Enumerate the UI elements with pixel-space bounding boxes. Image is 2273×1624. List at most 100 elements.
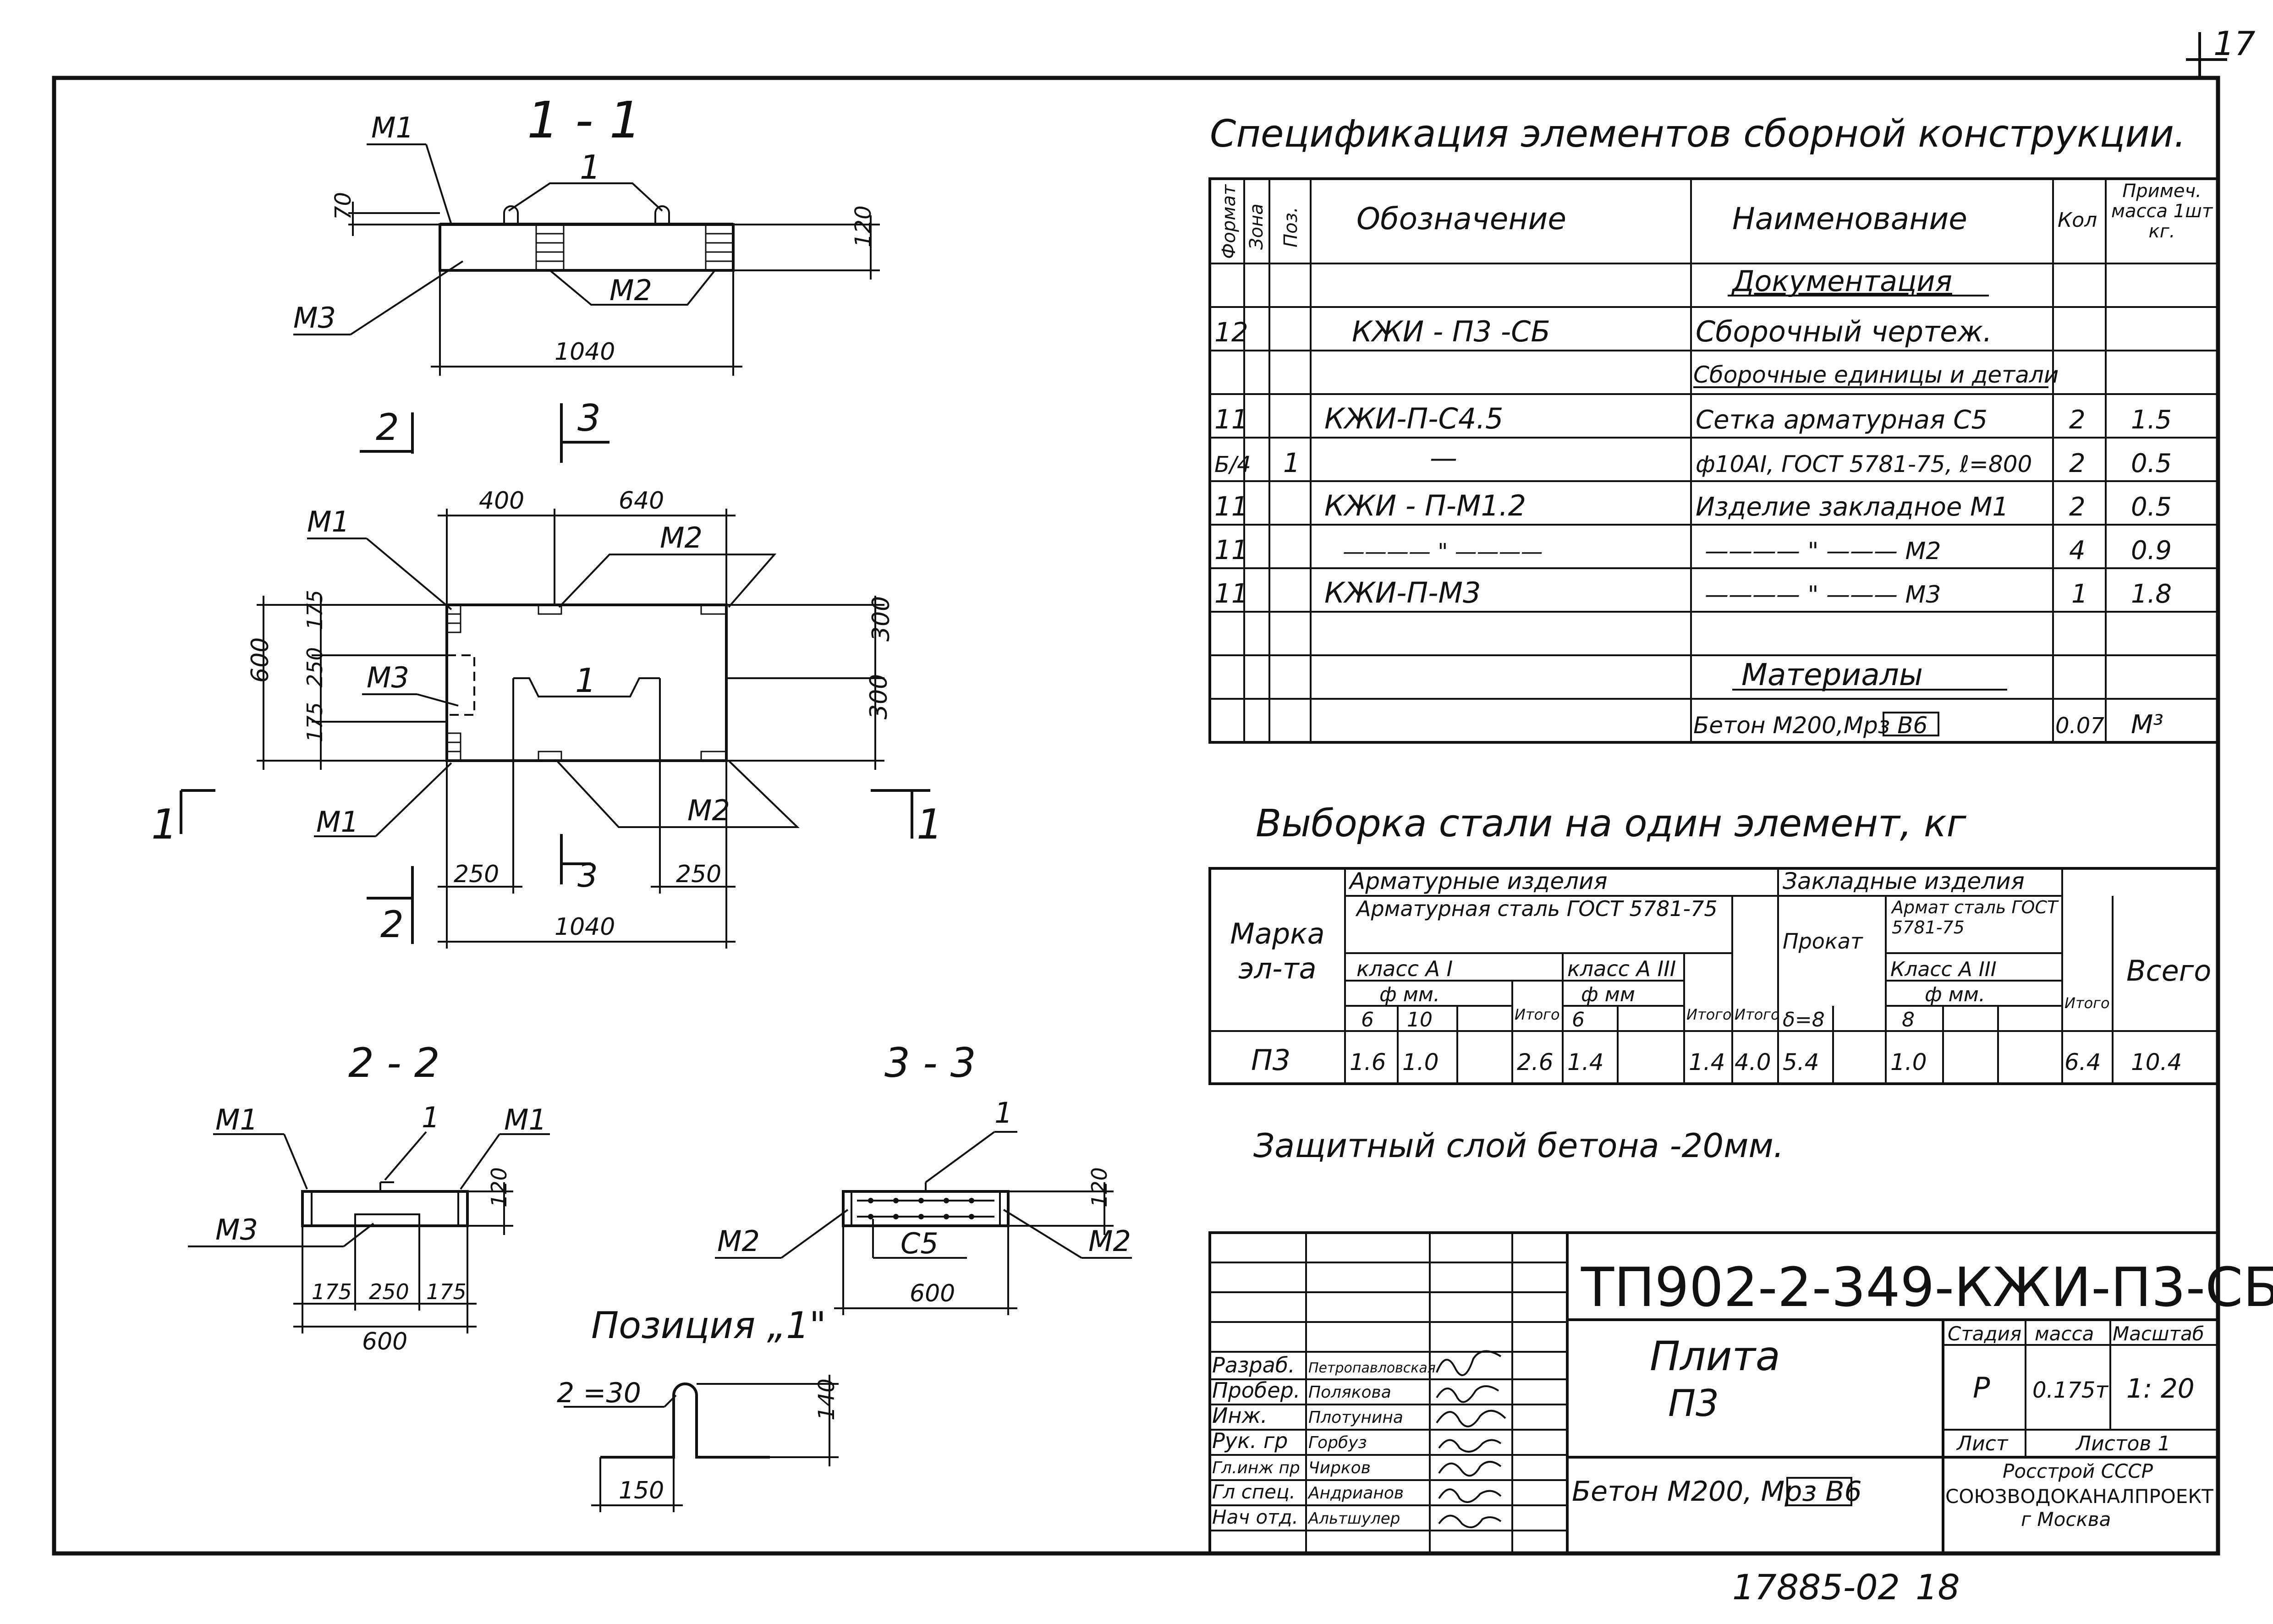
steel-h-total1: Итого <box>1515 1006 1560 1023</box>
s2-label-m1-left: М1 <box>215 1103 258 1136</box>
spec-r1-designation: КЖИ - П3 -СБ <box>1352 315 1550 348</box>
plan-dim-640: 640 <box>619 487 664 515</box>
tb-org1: Росстрой СССР <box>2003 1460 2153 1482</box>
steel-h-fmm1: ф мм. <box>1379 983 1440 1006</box>
tb-sheet-h: Лист <box>1956 1432 2009 1455</box>
plan-dim-250: 250 <box>302 647 327 687</box>
tb-stage: Р <box>1973 1371 1990 1405</box>
s2-dim-175b: 175 <box>426 1279 467 1304</box>
s2-dim-175a: 175 <box>312 1279 352 1304</box>
plan-cut-3-bottom: 3 <box>577 857 598 894</box>
plan-cut-1-left: 1 <box>151 801 177 849</box>
title-block: ТП902-2-349-КЖИ-П3-СБ Плита П3 Бетон М20… <box>1208 1231 2273 1555</box>
tb-role-3: Рук. гр <box>1212 1428 1288 1453</box>
spec-r7-name: ———— " ——— М3 <box>1705 581 1941 609</box>
spec-r5-qty: 2 <box>2069 492 2086 522</box>
tb-person-5: Андрианов <box>1307 1484 1404 1503</box>
s2-dim-250: 250 <box>369 1279 409 1304</box>
steel-r-a1-10: 1.0 <box>1402 1049 1439 1075</box>
plan-cut-2-top: 2 <box>376 406 399 449</box>
plan-dim-175b: 175 <box>302 702 327 742</box>
section-2-2: 2 - 2 М1 М1 1 М3 120 175 250 175 600 <box>188 1039 550 1355</box>
tb-role-4: Гл.инж пр <box>1212 1459 1300 1477</box>
spec-r7-qty: 1 <box>2071 579 2088 609</box>
section-3-3: 3 - 3 1 М2 М2 С5 120 600 <box>715 1039 1132 1315</box>
spec-h-format: Формат <box>1219 184 1240 259</box>
steel-h-mark: Марка эл-та <box>1230 917 1325 985</box>
plan-cut-1-right: 1 <box>917 801 943 849</box>
tb-person-0: Петропавловская <box>1308 1360 1436 1376</box>
sheet-frame <box>52 76 2220 1556</box>
s2-label-pos1: 1 <box>422 1101 439 1134</box>
spec-r6-name: ———— " ——— М2 <box>1705 538 1941 565</box>
s3-dim-600: 600 <box>910 1280 955 1307</box>
spec-h-designation: Обозначение <box>1356 201 1566 236</box>
steel-h-d6b: 6 <box>1572 1008 1585 1031</box>
tb-role-6: Нач отд. <box>1212 1506 1298 1528</box>
s2-label-m3: М3 <box>215 1213 258 1246</box>
spec-h-pos: Поз. <box>1280 207 1301 247</box>
s3-label-pos1: 1 <box>994 1096 1012 1130</box>
spec-r10-qty: 0.07 <box>2055 713 2104 739</box>
tb-mass: 0.175т <box>2032 1377 2109 1403</box>
steel-h-rolled-thk: δ=8 <box>1783 1008 1825 1031</box>
tb-name-line1: Плита <box>1650 1333 1780 1380</box>
spec-r6-designation: ———— " ———— <box>1343 539 1543 565</box>
s1-label-pos1: 1 <box>580 148 601 187</box>
spec-r7-format: 11 <box>1214 578 1248 609</box>
steel-h-d6: 6 <box>1361 1008 1374 1031</box>
steel-r-rolled: 5.4 <box>1783 1049 1819 1075</box>
plan-dim-300a: 300 <box>867 596 895 642</box>
spec-h-name: Наименование <box>1732 201 1967 236</box>
tb-org3: г Москва <box>2021 1508 2111 1531</box>
spec-h-note: Примеч. масса 1шт кг. <box>2111 181 2213 242</box>
tb-person-2: Плотунина <box>1308 1408 1403 1427</box>
steel-h-class-a1: класс А I <box>1356 956 1453 981</box>
signature-marks <box>1436 1350 1506 1528</box>
plan-label-m3: М3 <box>367 661 409 694</box>
steel-r-a3-6: 1.4 <box>1567 1049 1604 1075</box>
spec-r3-note: 1.5 <box>2131 405 2172 435</box>
steel-h-fmm3: ф мм. <box>1925 983 1985 1006</box>
steel-table: Выборка стали на один элемент, кг Марка … <box>1208 802 2219 1085</box>
section-3-title: 3 - 3 <box>884 1039 976 1086</box>
s1-label-m1: М1 <box>371 111 414 144</box>
spec-r4-format: Б/4 <box>1214 452 1251 477</box>
steel-r-emb-8: 1.0 <box>1890 1049 1927 1075</box>
section-1-1: 1 - 1 1 М1 М3 М2 70 <box>293 91 880 376</box>
spec-r9-name: Материалы <box>1741 657 1923 692</box>
steel-r-emb-total: 6.4 <box>2064 1049 2101 1075</box>
spec-r4-qty: 2 <box>2069 449 2086 478</box>
spec-r3-format: 11 <box>1214 404 1248 435</box>
tb-sheets-h: Листов 1 <box>2075 1432 2170 1455</box>
plan-label-pos1: 1 <box>575 661 596 700</box>
s2-dim-600: 600 <box>362 1328 407 1355</box>
steel-r-arm-total: 4.0 <box>1735 1049 1771 1075</box>
steel-h-arm-items: Арматурные изделия <box>1348 868 1608 894</box>
steel-h-arm-steel2: Армат сталь ГОСТ 5781-75 <box>1892 897 2058 938</box>
tb-org2: СОЮЗВОДОКАНАЛПРОЕКТ <box>1945 1485 2213 1508</box>
s2-label-m1-right: М1 <box>504 1103 547 1136</box>
steel-r-all: 10.4 <box>2131 1049 2182 1075</box>
footer-page: 18 <box>1916 1567 1960 1608</box>
spec-r7-note: 1.8 <box>2131 579 2172 609</box>
spec-h-qty: Кол <box>2058 208 2097 232</box>
section-2-title: 2 - 2 <box>348 1039 440 1086</box>
spec-title: Спецификация элементов сборной конструкц… <box>1210 112 2186 156</box>
spec-r4-pos: 1 <box>1283 447 1300 478</box>
pos1-label-radius: 2 =30 <box>557 1377 641 1409</box>
steel-h-fmm2: ф мм <box>1581 983 1635 1006</box>
section-1-title: 1 - 1 <box>527 91 642 149</box>
plan-cut-3-top: 3 <box>577 397 601 439</box>
plan-label-m1-bottom: М1 <box>316 805 359 839</box>
plan-label-m1-top: М1 <box>307 505 350 538</box>
tb-person-6: Альтшулер <box>1307 1509 1400 1528</box>
spec-r4-designation: — <box>1430 442 1457 474</box>
tb-person-1: Полякова <box>1308 1383 1391 1402</box>
spec-table: Спецификация элементов сборной конструкц… <box>1208 112 2219 744</box>
tb-scale: 1: 20 <box>2126 1373 2195 1404</box>
s2-dim-120: 120 <box>487 1167 511 1207</box>
s1-label-m2: М2 <box>609 274 652 307</box>
plan-label-m2-bottom: М2 <box>687 794 730 827</box>
pos1-dim-140: 140 <box>814 1378 840 1421</box>
